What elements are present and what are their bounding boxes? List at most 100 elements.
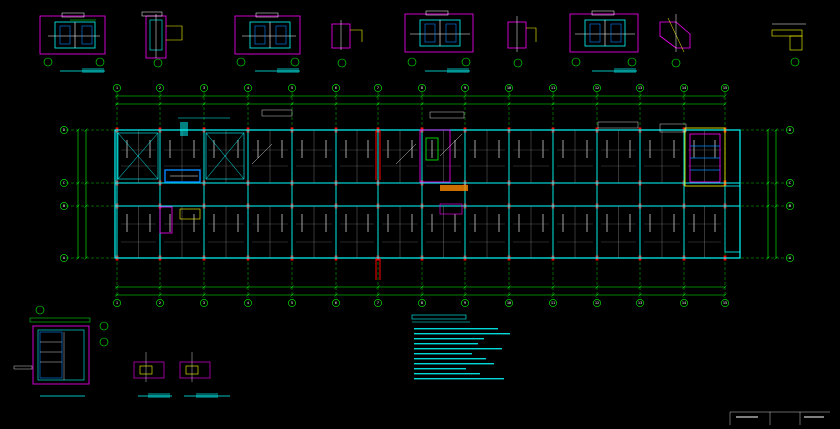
axis-bubble-icon xyxy=(636,84,644,92)
grid-axis-label: 14 xyxy=(682,301,686,305)
axis-bubble-icon xyxy=(113,84,121,92)
axis-bubble-icon xyxy=(244,299,252,307)
bottom-detail-3 xyxy=(179,352,230,398)
general-notes xyxy=(411,314,510,380)
grid-axis-label: 8 xyxy=(421,86,423,90)
grid-axis-label: 11 xyxy=(551,86,555,90)
axis-bubble-icon xyxy=(786,254,794,262)
axis-bubble-icon xyxy=(200,299,208,307)
section-marker-icon xyxy=(99,337,109,347)
axis-bubble-icon xyxy=(721,84,729,92)
axis-bubble-icon xyxy=(786,202,794,210)
section-marker-icon xyxy=(461,57,471,67)
grid-axis-label: 8 xyxy=(421,301,423,305)
grid-axis-label: 12 xyxy=(595,301,599,305)
top-detail-3 xyxy=(234,12,301,73)
section-marker-icon xyxy=(153,58,163,68)
top-detail-7 xyxy=(569,10,639,73)
axis-bubble-icon xyxy=(113,299,121,307)
grid-axis-label: 14 xyxy=(682,86,686,90)
axis-bubble-icon xyxy=(288,84,296,92)
grid-axis-label: D xyxy=(63,128,65,132)
bottom-left-detail xyxy=(13,305,109,397)
axis-bubble-icon xyxy=(332,299,340,307)
top-detail-1 xyxy=(39,12,106,73)
section-marker-icon xyxy=(790,57,800,67)
axis-bubble-icon xyxy=(200,84,208,92)
top-detail-2 xyxy=(141,11,183,68)
grid-axis-label: 7 xyxy=(377,301,379,305)
axis-bubble-icon xyxy=(593,84,601,92)
axis-bubble-icon xyxy=(60,202,68,210)
axis-bubble-icon xyxy=(461,84,469,92)
grid-axis-label: 15 xyxy=(723,86,727,90)
axis-bubble-icon xyxy=(156,84,164,92)
axis-bubble-icon xyxy=(680,84,688,92)
grid-axis-label: 2 xyxy=(159,301,161,305)
section-marker-icon xyxy=(671,58,681,68)
grid-axis-label: 9 xyxy=(464,301,466,305)
bottom-detail-2 xyxy=(133,352,172,398)
section-marker-icon xyxy=(513,58,523,68)
grid-axis-label: 2 xyxy=(159,86,161,90)
grid-axis-label: 13 xyxy=(638,301,642,305)
grid-axis-label: 5 xyxy=(291,301,293,305)
axis-bubble-icon xyxy=(374,84,382,92)
section-marker-icon xyxy=(236,57,246,67)
grid-axis-label: 6 xyxy=(335,301,337,305)
section-marker-icon xyxy=(290,57,300,67)
floor-plan: 1122334455667788991010111112121313141415… xyxy=(60,84,794,307)
grid-axis-label: B xyxy=(789,204,791,208)
axis-bubble-icon xyxy=(505,84,513,92)
section-marker-icon xyxy=(43,57,53,67)
axis-bubble-icon xyxy=(60,179,68,187)
grid-axis-label: 15 xyxy=(723,301,727,305)
axis-bubble-icon xyxy=(593,299,601,307)
grid-axis-label: 4 xyxy=(247,301,249,305)
axis-bubble-icon xyxy=(418,84,426,92)
top-detail-8 xyxy=(659,14,691,68)
axis-bubble-icon xyxy=(549,299,557,307)
grid-axis-label: A xyxy=(789,256,792,260)
top-detail-4 xyxy=(331,20,363,68)
axis-bubble-icon xyxy=(680,299,688,307)
section-marker-icon xyxy=(407,57,417,67)
top-detail-9 xyxy=(771,23,806,67)
grid-axis-label: 4 xyxy=(247,86,249,90)
grid-axis-label: 3 xyxy=(203,301,205,305)
axis-bubble-icon xyxy=(244,84,252,92)
section-marker-icon xyxy=(35,305,45,315)
grid-axis-label: B xyxy=(63,204,65,208)
top-detail-6 xyxy=(507,16,537,68)
grid-axis-label: 9 xyxy=(464,86,466,90)
grid-axis-label: 1 xyxy=(116,301,118,305)
section-marker-icon xyxy=(95,57,105,67)
grid-axis-label: 6 xyxy=(335,86,337,90)
axis-bubble-icon xyxy=(288,299,296,307)
axis-bubble-icon xyxy=(786,179,794,187)
axis-bubble-icon xyxy=(636,299,644,307)
grid-axis-label: 13 xyxy=(638,86,642,90)
top-detail-5 xyxy=(404,10,474,73)
grid-axis-label: 10 xyxy=(507,86,511,90)
axis-bubble-icon xyxy=(549,84,557,92)
grid-axis-label: C xyxy=(789,181,791,185)
grid-axis-label: 7 xyxy=(377,86,379,90)
axis-bubble-icon xyxy=(156,299,164,307)
title-block xyxy=(729,411,830,425)
axis-bubble-icon xyxy=(786,126,794,134)
axis-bubble-icon xyxy=(461,299,469,307)
grid-axis-label: 12 xyxy=(595,86,599,90)
grid-axis-label: D xyxy=(789,128,791,132)
axis-bubble-icon xyxy=(332,84,340,92)
grid-axis-label: 11 xyxy=(551,301,555,305)
axis-bubble-icon xyxy=(721,299,729,307)
axis-bubble-icon xyxy=(374,299,382,307)
axis-bubble-icon xyxy=(418,299,426,307)
axis-bubble-icon xyxy=(60,254,68,262)
section-marker-icon xyxy=(571,57,581,67)
axis-bubble-icon xyxy=(60,126,68,134)
grid-axis-label: 5 xyxy=(291,86,293,90)
axis-bubble-icon xyxy=(505,299,513,307)
